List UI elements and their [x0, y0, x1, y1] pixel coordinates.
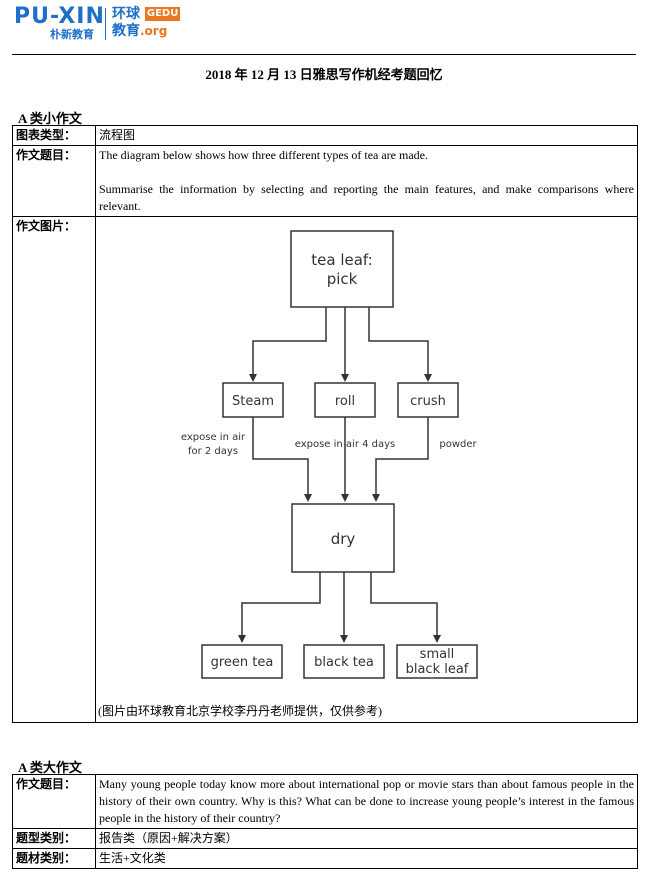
topic-paragraph-2: Summarise the information by selecting a…: [99, 182, 634, 213]
arrow-dry-to-small: [370, 572, 441, 643]
topic-row: 作文题目： The diagram below shows how three …: [12, 145, 638, 217]
box-small-black-leaf: [396, 644, 478, 679]
task1-table: 图表类型： 流程图 作文题目： The diagram below shows …: [12, 125, 638, 723]
task2-type-row: 题型类别： 报告类（原因+解决方案）: [12, 828, 638, 849]
topic-label: 作文题目：: [12, 145, 96, 217]
image-row: 作文图片： tea leaf: pick: [12, 216, 638, 723]
puxin-logo-text: PU-XIN: [14, 4, 105, 29]
box-roll-label: roll: [335, 394, 355, 409]
page-header: PU-XIN 朴新教育 环球 GEDU 教育.org: [0, 0, 648, 54]
gedu-logo-cn2: 教育: [112, 23, 140, 39]
box-black-tea: [303, 644, 385, 679]
gedu-logo-org: .org: [140, 24, 168, 38]
gedu-logo: 环球 GEDU 教育.org: [112, 6, 181, 40]
logo-divider: [105, 8, 106, 40]
arrow-steam-to-dry: [252, 417, 312, 502]
image-cell: tea leaf: pick Steam roll crush expose i…: [95, 216, 638, 723]
chart-type-label: 图表类型：: [12, 125, 96, 146]
box-small-line1: small: [420, 647, 455, 662]
box-tea-leaf-line1: tea leaf:: [311, 251, 372, 269]
box-small-line2: black leaf: [406, 662, 469, 677]
image-credit: (图片由环球教育北京学校李丹丹老师提供，仅供参考): [98, 704, 382, 718]
task2-table: 作文题目： Many young people today know more …: [12, 774, 638, 869]
topic-cell: The diagram below shows how three differ…: [95, 145, 638, 217]
task2-topic-row: 作文题目： Many young people today know more …: [12, 774, 638, 829]
box-steam-label: Steam: [232, 394, 274, 409]
box-dry-label: dry: [331, 530, 356, 548]
box-black-tea-label: black tea: [314, 655, 374, 670]
box-tea-leaf-line2: pick: [327, 270, 358, 288]
chart-type-row: 图表类型： 流程图: [12, 125, 638, 146]
note-crush: powder: [439, 439, 477, 450]
task2-subject-label: 题材类别：: [12, 848, 96, 869]
box-steam: [222, 382, 284, 418]
flow-diagram-svg: tea leaf: pick Steam roll crush expose i…: [181, 230, 478, 679]
image-label: 作文图片：: [12, 216, 96, 723]
box-crush: [397, 382, 459, 418]
task1-section-title: A 类小作文: [18, 111, 82, 126]
page-title: 2018 年 12 月 13 日雅思写作机经考题回忆: [205, 67, 443, 82]
task2-section-title: A 类大作文: [18, 760, 82, 775]
note-steam-line2: for 2 days: [188, 446, 238, 457]
task2-subject-value: 生活+文化类: [95, 848, 638, 869]
arrow-pick-to-steam: [249, 307, 327, 382]
task2-type-label: 题型类别：: [12, 828, 96, 849]
task2-topic-label: 作文题目：: [12, 774, 96, 829]
puxin-logo: PU-XIN 朴新教育: [14, 5, 105, 41]
note-steam-line1: expose in air: [181, 432, 246, 443]
box-dry: [291, 503, 395, 573]
task2-type-value: 报告类（原因+解决方案）: [95, 828, 638, 849]
puxin-logo-cn: 朴新教育: [50, 28, 94, 41]
box-green-tea: [201, 644, 283, 679]
topic-paragraph-1: The diagram below shows how three differ…: [99, 148, 428, 162]
box-green-tea-label: green tea: [211, 655, 274, 670]
arrow-crush-to-dry: [372, 417, 429, 502]
gedu-logo-tag: GEDU: [144, 7, 181, 21]
task2-subject-row: 题材类别： 生活+文化类: [12, 848, 638, 869]
arrow-pick-to-crush: [368, 307, 432, 382]
gedu-logo-cn1: 环球: [112, 6, 140, 22]
chart-type-value: 流程图: [95, 125, 638, 146]
arrow-dry-to-green: [238, 572, 321, 643]
task2-topic-value: Many young people today know more about …: [95, 774, 638, 829]
box-crush-label: crush: [410, 394, 446, 409]
box-tea-leaf: [290, 230, 394, 308]
flow-diagram: tea leaf: pick Steam roll crush expose i…: [96, 217, 631, 722]
header-rule: [12, 54, 636, 55]
